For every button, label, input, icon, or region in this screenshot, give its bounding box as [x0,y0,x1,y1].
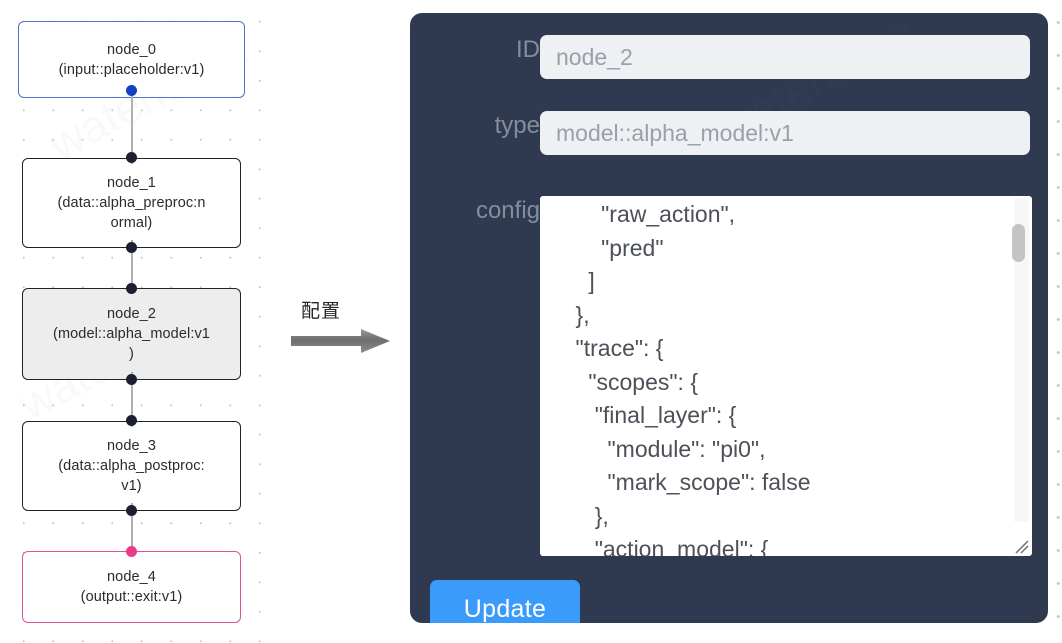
arrow-icon [291,329,390,353]
config-scrollbar-thumb[interactable] [1012,224,1025,262]
graph-node-label: node_3 (data::alpha_postproc: v1) [58,438,205,494]
node-handle-target-node_3[interactable] [126,415,137,426]
node-config-panel: watermark watermark ID type config "raw_… [410,13,1048,623]
edge-node1-node2 [131,240,133,294]
node-handle-source-node_3[interactable] [126,505,137,516]
update-button[interactable]: Update [430,580,580,623]
graph-node-label: node_1 (data::alpha_preproc:n ormal) [57,175,206,231]
node-handle-target-node_4[interactable] [126,546,137,557]
arrow-label: 配置 [301,300,342,322]
id-label: ID [516,36,540,63]
config-scrollbar-track[interactable] [1012,198,1029,522]
id-input[interactable] [540,35,1030,79]
graph-node-node_3[interactable]: node_3 (data::alpha_postproc: v1) [22,421,241,511]
type-input[interactable] [540,111,1030,155]
type-label: type [494,112,540,139]
edge-node2-node3 [131,372,133,427]
edge-node3-node4 [131,503,133,557]
node-handle-target-node_2[interactable] [126,283,137,294]
config-label: config [475,197,540,224]
graph-canvas[interactable]: watermark watermark node_0 (input::place… [0,0,282,643]
node-handle-target-node_1[interactable] [126,152,137,163]
field-row-config: config "raw_action", "pred" ] }, "trace"… [410,196,1048,556]
config-textarea[interactable]: "raw_action", "pred" ] }, "trace": { "sc… [540,196,1032,556]
graph-node-label: node_2 (model::alpha_model:v1 ) [53,306,210,362]
node-handle-source-node_1[interactable] [126,242,137,253]
field-row-type: type [410,111,1048,155]
graph-node-label: node_4 (output::exit:v1) [80,569,183,605]
edge-node0-node1 [131,90,133,164]
graph-node-node_2[interactable]: node_2 (model::alpha_model:v1 ) [22,288,241,380]
config-textarea-wrapper: "raw_action", "pred" ] }, "trace": { "sc… [540,196,1032,556]
transition-arrow-group: 配置 [291,296,395,356]
field-row-id: ID [410,35,1048,79]
resize-handle-icon[interactable] [1012,537,1030,555]
node-handle-source-node_2[interactable] [126,374,137,385]
graph-node-node_1[interactable]: node_1 (data::alpha_preproc:n ormal) [22,158,241,248]
graph-node-label: node_0 (input::placeholder:v1) [58,41,205,78]
graph-node-node_4[interactable]: node_4 (output::exit:v1) [22,551,241,623]
node-handle-source-node_0[interactable] [126,85,137,96]
